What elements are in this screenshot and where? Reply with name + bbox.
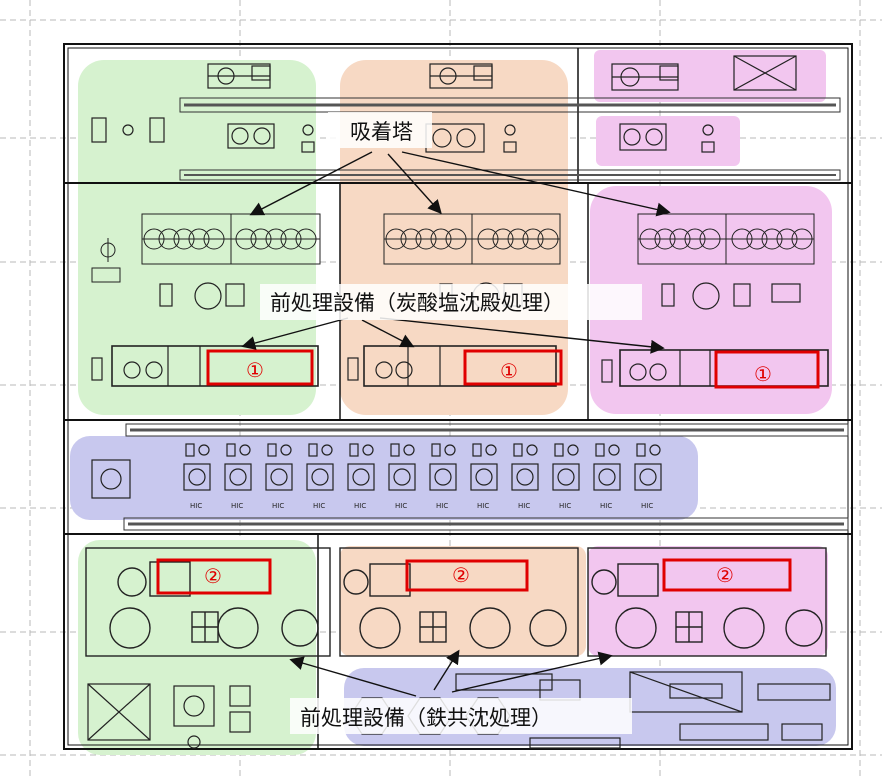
- column-tag: HIC: [641, 502, 653, 510]
- column-tag: HIC: [272, 502, 284, 510]
- building-outline: [63, 43, 853, 750]
- marker-1-train-c: ①: [754, 362, 772, 386]
- marker-1-train-a: ①: [246, 358, 264, 382]
- column-unit: [224, 443, 252, 491]
- marker-1-train-b: ①: [500, 359, 518, 383]
- column-tag: HIC: [477, 502, 489, 510]
- label-pretreatment-carbonate: 前処理設備（炭酸塩沈殿処理）: [270, 291, 564, 315]
- label-backings: [260, 112, 642, 734]
- column-tag: HIC: [436, 502, 448, 510]
- zone-train-b-lower: [340, 546, 586, 656]
- marker-2-train-a: ②: [204, 564, 222, 588]
- column-unit: [593, 443, 621, 491]
- label-adsorption-tower: 吸着塔: [350, 120, 413, 144]
- zone-train-c-mid: [596, 116, 740, 166]
- iron-pretreatment-equipment: [85, 547, 827, 657]
- column-tag: HIC: [600, 502, 612, 510]
- label-pretreatment-iron: 前処理設備（鉄共沈処理）: [300, 706, 552, 730]
- zone-backgrounds: [70, 50, 836, 755]
- column-unit: [552, 443, 580, 491]
- marker-2-train-b: ②: [452, 563, 470, 587]
- column-unit: [347, 443, 375, 491]
- zone-train-c-lower: [588, 546, 828, 656]
- column-tags: HIC HIC HIC HIC HIC HIC HIC HIC HIC HIC HIC HIC: [190, 502, 653, 510]
- column-tag: HIC: [559, 502, 571, 510]
- marker-2-train-c: ②: [716, 563, 734, 587]
- column-unit: [306, 443, 334, 491]
- callout-arrows: [241, 151, 671, 697]
- column-row-equipment: [91, 443, 662, 499]
- zone-train-c-upper: [590, 186, 832, 414]
- column-unit: [429, 443, 457, 491]
- zone-train-a-lower: [78, 540, 316, 755]
- column-unit: [634, 443, 662, 491]
- crane-rails: [123, 97, 849, 531]
- column-tag: HIC: [190, 502, 202, 510]
- top-row-equipment: [91, 55, 797, 153]
- column-tag: HIC: [354, 502, 366, 510]
- zone-train-c-top: [594, 50, 826, 102]
- column-tag: HIC: [313, 502, 325, 510]
- column-tag: HIC: [395, 502, 407, 510]
- zone-train-b-upper: [340, 60, 568, 415]
- column-unit: [265, 443, 293, 491]
- column-tag: HIC: [231, 502, 243, 510]
- highlight-boxes: [156, 349, 820, 595]
- adsorption-tower-skids: [91, 213, 815, 283]
- column-unit: [388, 443, 416, 491]
- column-tag: HIC: [518, 502, 530, 510]
- zone-column-row: [70, 436, 698, 520]
- zone-train-a-upper: [78, 60, 316, 415]
- column-unit: [470, 443, 498, 491]
- column-unit: [511, 443, 539, 491]
- column-unit: [183, 443, 211, 491]
